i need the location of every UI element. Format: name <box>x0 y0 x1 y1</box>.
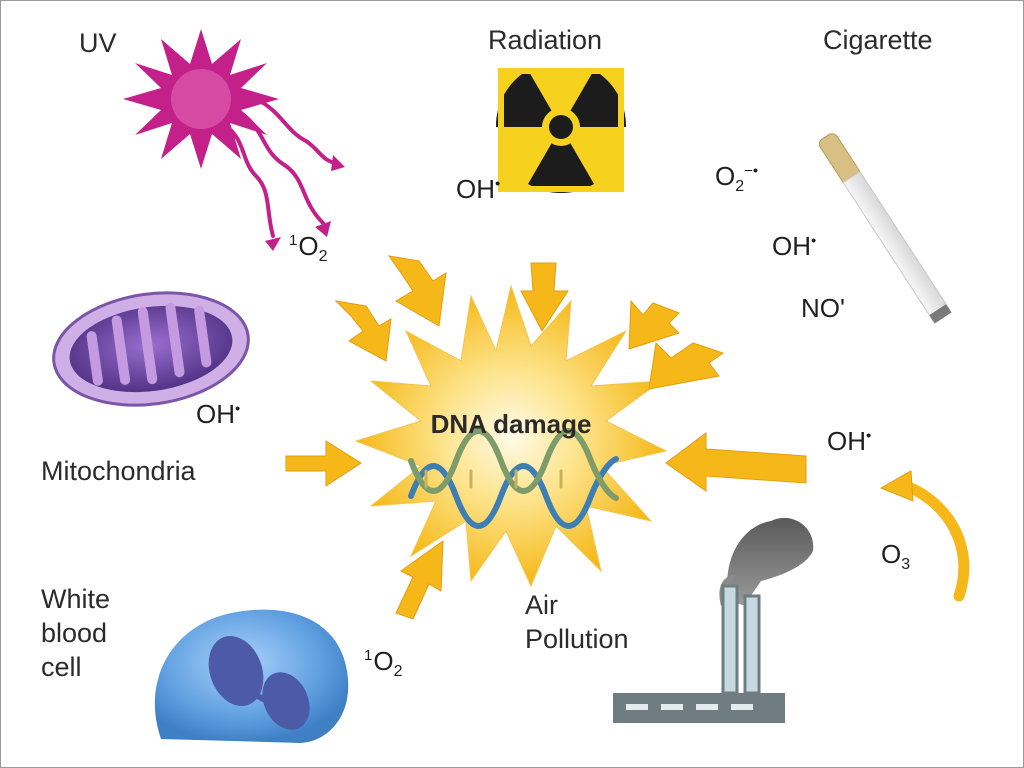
dna-damage-title: DNA damage <box>430 409 592 439</box>
species-subscript: 2 <box>735 178 745 196</box>
cigarette-hydroxyl: OH• <box>772 231 816 262</box>
radical-dot: • <box>495 175 501 193</box>
singlet-prefix: 1 <box>289 232 298 250</box>
wbc-singlet-oxygen: 1O2 <box>364 646 403 681</box>
white-blood-cell-icon <box>154 609 349 743</box>
damage-burst <box>354 284 668 588</box>
species-subscript: 2 <box>393 663 403 681</box>
species-base: O <box>373 646 394 676</box>
arrow-from-cigarette <box>648 341 725 390</box>
species-base: O <box>298 231 319 261</box>
radical-charge: −• <box>744 162 759 180</box>
ozone: O3 <box>881 539 911 574</box>
species-subscript: 3 <box>901 556 911 574</box>
uv-label: UV <box>79 28 117 58</box>
singlet-prefix: 1 <box>364 647 373 665</box>
arrow-from-cigarette-top <box>628 299 680 350</box>
cigarette-icon <box>818 133 952 324</box>
radical-dot: • <box>811 232 817 250</box>
species-base: O <box>881 539 902 569</box>
cigarette-nitric-oxide: NO' <box>801 293 845 324</box>
cigarette-superoxide: O2−• <box>715 161 759 196</box>
species-base: NO' <box>801 293 845 323</box>
species-base: OH <box>772 231 811 261</box>
arrow-from-wbc <box>395 539 444 620</box>
mitochondria-label: Mitochondria <box>41 456 196 486</box>
radical-dot: • <box>866 427 872 445</box>
factory-smokestack-icon <box>613 517 814 723</box>
species-base: OH <box>456 174 495 204</box>
arrow-from-ozone <box>665 432 807 492</box>
ozone-hydroxyl: OH• <box>827 426 871 457</box>
uv-singlet-oxygen: 1O2 <box>289 231 328 266</box>
arrows-to-center <box>285 255 970 620</box>
species-base: OH <box>196 399 235 429</box>
arrow-from-radiation <box>520 262 569 332</box>
dna-helix-icon <box>408 428 619 529</box>
ozone-arrow-head <box>879 470 914 502</box>
white-blood-cell-label: White blood cell <box>41 584 111 682</box>
radiation-label: Radiation <box>488 25 603 55</box>
species-base: O <box>715 161 736 191</box>
species-base: OH <box>827 426 866 456</box>
species-subscript: 2 <box>318 248 328 266</box>
arrow-from-upper-left <box>334 300 392 362</box>
arrow-from-mitochondria <box>285 440 362 487</box>
radiation-trefoil-icon <box>495 68 627 194</box>
uv-star-icon <box>123 29 345 251</box>
radiation-hydroxyl: OH• <box>456 174 500 205</box>
air-pollution-label: Air Pollution <box>525 590 629 654</box>
arrow-from-uv <box>387 255 447 327</box>
cigarette-label: Cigarette <box>823 25 933 55</box>
radical-dot: • <box>235 400 241 418</box>
mitochondrion-icon <box>52 291 250 407</box>
mitochondria-hydroxyl: OH• <box>196 399 240 430</box>
ozone-curved-arrow <box>900 480 970 602</box>
